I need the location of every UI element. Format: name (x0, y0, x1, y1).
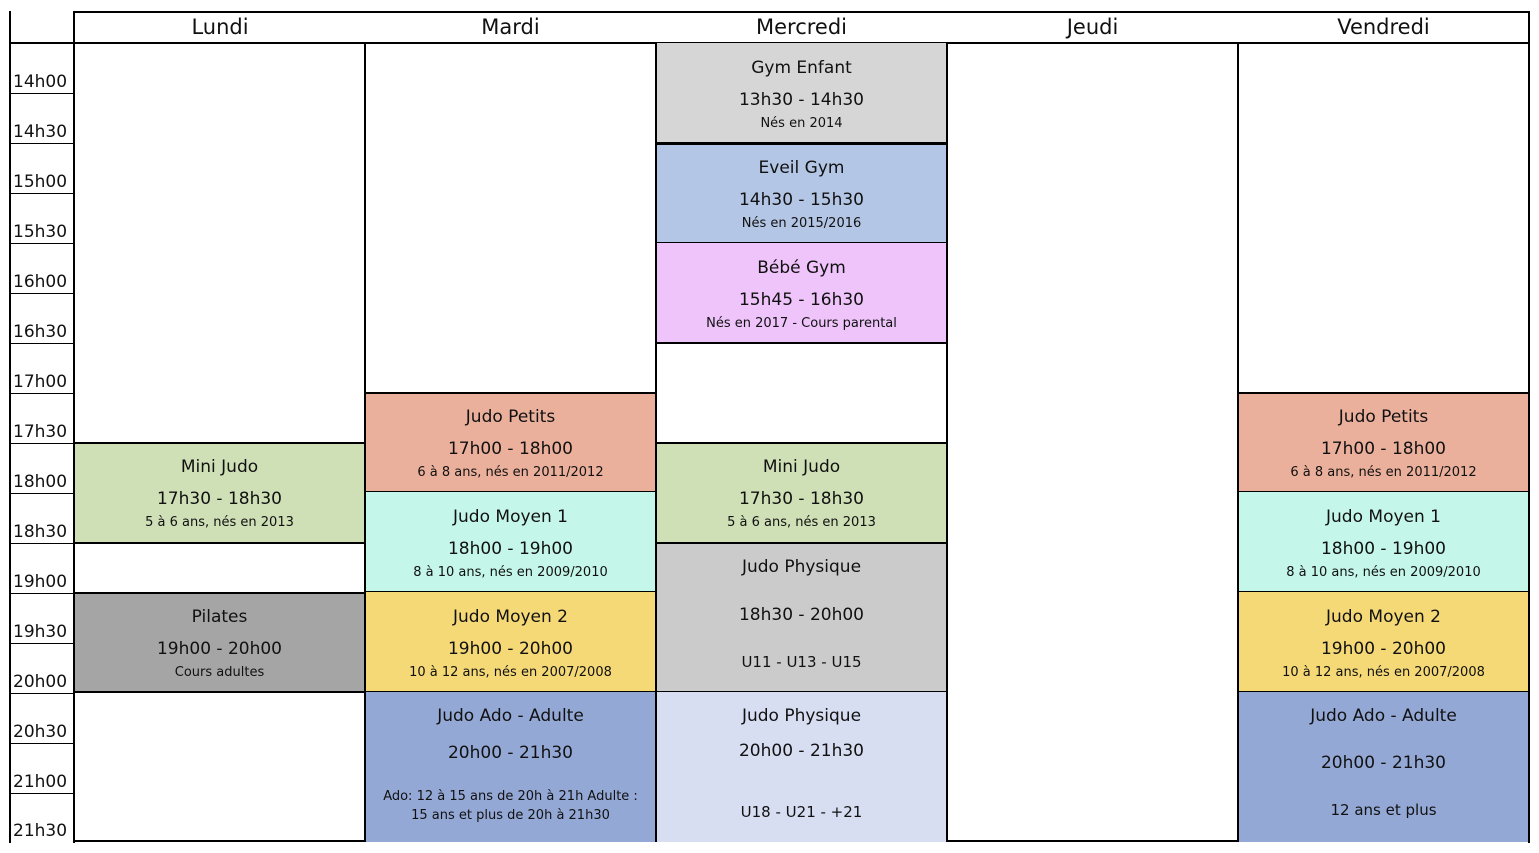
time-label: 15h30 (10, 194, 74, 244)
course-title: Judo Moyen 2 (1326, 607, 1441, 627)
course-note: 5 à 6 ans, nés en 2013 (727, 515, 876, 530)
course-note: 8 à 10 ans, nés en 2009/2010 (1286, 565, 1481, 580)
column-divider (946, 43, 948, 842)
time-label: 19h00 (10, 544, 74, 594)
course-note: Nés en 2015/2016 (741, 216, 862, 231)
course-time: 17h30 - 18h30 (156, 489, 283, 509)
time-label: 19h30 (10, 594, 74, 644)
course-time: 17h00 - 18h00 (447, 439, 574, 459)
table-left-border (9, 11, 11, 843)
time-column-right-border (73, 11, 75, 843)
course-title: Judo Petits (465, 407, 556, 427)
course-block-mini-judo: Mini Judo 17h30 - 18h30 5 à 6 ans, nés e… (657, 442, 946, 544)
course-block-mini-judo: Mini Judo 17h30 - 18h30 5 à 6 ans, nés e… (75, 442, 364, 544)
course-note: Ado: 12 à 15 ans de 20h à 21h Adulte : 1… (383, 789, 638, 823)
time-label: 18h30 (10, 494, 74, 544)
course-block-judo-ado-adulte: Judo Ado - Adulte 20h00 - 21h30 Ado: 12 … (366, 692, 655, 842)
column-divider (655, 43, 657, 842)
course-time: 14h30 - 15h30 (738, 190, 865, 210)
course-note: U18 - U21 - +21 (740, 803, 863, 821)
course-title: Bébé Gym (757, 258, 846, 278)
table-right-border (1528, 11, 1530, 843)
course-note: 8 à 10 ans, nés en 2009/2010 (413, 565, 608, 580)
course-title: Mini Judo (180, 457, 259, 477)
course-block-bebe-gym: Bébé Gym 15h45 - 16h30 Nés en 2017 - Cou… (657, 243, 946, 344)
course-time: 18h00 - 19h00 (1320, 539, 1447, 559)
column-divider (1237, 43, 1239, 842)
time-label: 15h00 (10, 144, 74, 194)
course-block-judo-moyen-1: Judo Moyen 1 18h00 - 19h00 8 à 10 ans, n… (1239, 492, 1528, 593)
course-block-judo-moyen-1: Judo Moyen 1 18h00 - 19h00 8 à 10 ans, n… (366, 492, 655, 593)
time-label: 17h30 (10, 394, 74, 444)
course-block-pilates: Pilates 19h00 - 20h00 Cours adultes (75, 592, 364, 693)
course-time: 20h00 - 21h30 (738, 741, 865, 761)
course-block-judo-ado-adulte: Judo Ado - Adulte 20h00 - 21h30 12 ans e… (1239, 692, 1528, 842)
course-title: Judo Physique (741, 557, 862, 577)
course-block-judo-petits: Judo Petits 17h00 - 18h00 6 à 8 ans, nés… (1239, 392, 1528, 493)
course-time: 15h45 - 16h30 (738, 290, 865, 310)
course-time: 17h30 - 18h30 (738, 489, 865, 509)
time-label: 17h00 (10, 344, 74, 394)
course-time: 18h00 - 19h00 (447, 539, 574, 559)
course-time: 19h00 - 20h00 (156, 639, 283, 659)
course-time: 17h00 - 18h00 (1320, 439, 1447, 459)
day-header-mercredi: Mercredi (755, 15, 847, 39)
table-top-border (73, 11, 1530, 13)
course-block-eveil-gym: Eveil Gym 14h30 - 15h30 Nés en 2015/2016 (657, 143, 946, 244)
course-time: 20h00 - 21h30 (1320, 753, 1447, 773)
course-time: 13h30 - 14h30 (738, 90, 865, 110)
time-label: 14h30 (10, 94, 74, 144)
course-block-judo-moyen-2: Judo Moyen 2 19h00 - 20h00 10 à 12 ans, … (1239, 592, 1528, 693)
day-header-lundi: Lundi (191, 15, 249, 39)
time-label: 21h30 (13, 821, 68, 841)
time-label: 20h00 (10, 644, 74, 694)
course-note: U11 - U13 - U15 (741, 653, 862, 671)
course-title: Judo Moyen 1 (1326, 507, 1441, 527)
course-title: Judo Petits (1338, 407, 1429, 427)
course-title: Judo Ado - Adulte (1310, 706, 1457, 726)
course-note: 10 à 12 ans, nés en 2007/2008 (409, 665, 612, 680)
course-title: Judo Physique (741, 706, 862, 726)
time-label: 14h00 (10, 44, 74, 94)
course-block-gym-enfant: Gym Enfant 13h30 - 14h30 Nés en 2014 (657, 43, 946, 144)
course-note: 10 à 12 ans, nés en 2007/2008 (1282, 665, 1485, 680)
time-label: 20h30 (10, 694, 74, 744)
course-note: Nés en 2017 - Cours parental (706, 316, 897, 331)
course-block-judo-moyen-2: Judo Moyen 2 19h00 - 20h00 10 à 12 ans, … (366, 592, 655, 693)
course-block-judo-petits: Judo Petits 17h00 - 18h00 6 à 8 ans, nés… (366, 392, 655, 493)
course-title: Eveil Gym (758, 158, 845, 178)
course-block-judo-physique: Judo Physique 18h30 - 20h00 U11 - U13 - … (657, 542, 946, 693)
course-title: Judo Moyen 2 (453, 607, 568, 627)
course-note: Cours adultes (174, 665, 265, 680)
course-title: Pilates (191, 607, 248, 627)
time-label: 21h00 (10, 744, 74, 794)
time-label: 16h00 (10, 244, 74, 294)
course-time: 18h30 - 20h00 (738, 605, 865, 625)
course-note: 5 à 6 ans, nés en 2013 (145, 515, 294, 530)
course-time: 20h00 - 21h30 (447, 743, 574, 763)
time-label: 16h30 (10, 294, 74, 344)
column-divider (364, 43, 366, 842)
course-note: 12 ans et plus (1330, 801, 1437, 819)
course-note: 6 à 8 ans, nés en 2011/2012 (417, 465, 604, 480)
day-header-jeudi: Jeudi (1066, 15, 1119, 39)
course-time: 19h00 - 20h00 (1320, 639, 1447, 659)
course-title: Gym Enfant (751, 58, 852, 78)
day-header-mardi: Mardi (481, 15, 540, 39)
course-note: Nés en 2014 (760, 116, 843, 131)
course-title: Judo Moyen 1 (453, 507, 568, 527)
course-time: 19h00 - 20h00 (447, 639, 574, 659)
course-title: Mini Judo (762, 457, 841, 477)
course-title: Judo Ado - Adulte (437, 706, 584, 726)
course-note: 6 à 8 ans, nés en 2011/2012 (1290, 465, 1477, 480)
day-header-vendredi: Vendredi (1337, 15, 1430, 39)
course-block-judo-physique: Judo Physique 20h00 - 21h30 U18 - U21 - … (657, 692, 946, 842)
time-label: 18h00 (10, 444, 74, 494)
